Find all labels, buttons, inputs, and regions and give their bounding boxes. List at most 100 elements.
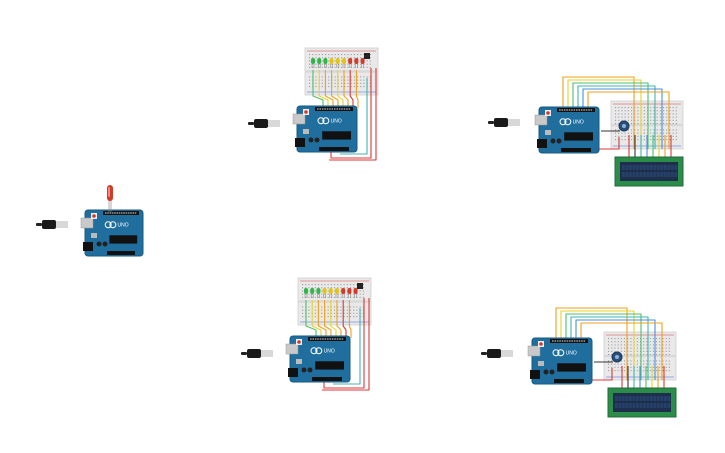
breadboard-hole [617,370,619,372]
led-wire [336,300,342,338]
breadboard-hole [649,341,651,343]
breadboard-hole [362,287,364,289]
circuit-1-arduino-board[interactable]: UNO [80,209,144,257]
led[interactable] [304,288,308,298]
breadboard-hole [631,113,633,115]
breadboard-hole [347,86,349,88]
lcd-data-wire [567,79,642,149]
breadboard-hole [620,370,622,372]
breadboard-hole [360,82,362,84]
breadboard-hole [360,76,362,78]
breadboard-hole [321,60,323,62]
lcd-data-wire [570,316,649,380]
potentiometer-knob [622,124,626,128]
circuit-4-arduino-board[interactable]: UNO [534,106,600,154]
breadboard-hole [318,54,320,56]
breadboard-hole [321,293,323,295]
breadboard-hole [327,293,329,295]
breadboard-hole [362,293,364,295]
breadboard-hole [341,63,343,65]
circuit-1[interactable]: UNO [36,185,144,257]
lcd-screen [620,162,678,181]
reset-button-cap [304,110,308,114]
breadboard-hole [634,113,636,115]
breadboard-hole [659,119,661,121]
breadboard-hole [643,363,645,365]
breadboard-hole [656,139,658,141]
breadboard-hole [675,113,677,115]
breadboard-hole [331,66,333,68]
circuit-2-arduino-board[interactable]: UNO [292,105,358,153]
led-body [304,288,308,294]
breadboard-hole [672,135,674,137]
breadboard-hole [337,287,339,289]
breadboard-hole [346,293,348,295]
capacitor [556,138,562,144]
lcd-char-cell [632,403,636,408]
breadboard-hole [608,350,610,352]
led-wire [311,300,322,338]
circuit-2[interactable]: UNO [248,47,379,161]
reset-button-cap [92,214,96,218]
led[interactable] [317,58,322,68]
led[interactable] [360,58,365,68]
led[interactable] [348,58,353,68]
header-pin [327,338,329,340]
breadboard-hole [649,350,651,352]
lcd-char-cell [664,403,667,408]
capacitor [301,367,307,373]
lcd-char-cell [650,396,653,401]
led[interactable] [316,288,321,298]
led[interactable] [311,58,315,68]
header-pin [317,108,319,110]
breadboard-hole [615,116,617,118]
breadboard-hole [675,110,677,112]
breadboard-hole [621,107,623,109]
lcd-char-cell [625,165,629,170]
breadboard-hole [611,341,613,343]
breadboard-hole [643,110,645,112]
breadboard-hole [665,341,667,343]
breadboard-hole [362,306,364,308]
breadboard-hole [663,116,665,118]
lcd-char-cell [667,403,671,408]
breadboard-hole [353,76,355,78]
circuit-4[interactable]: UNO [488,76,684,187]
circuit-5[interactable]: UNO [481,307,677,418]
breadboard-hole [631,123,633,125]
breadboard-hole [328,76,330,78]
circuit-3-arduino-board[interactable]: UNO [285,335,351,383]
breadboard-hole [321,66,323,68]
led[interactable] [329,58,334,68]
breadboard-hole [620,350,622,352]
breadboard-hole [341,54,343,56]
breadboard-hole [618,132,620,134]
breadboard-hole [325,57,327,59]
header-pin [338,108,341,110]
breadboard-hole [653,113,655,115]
led[interactable] [342,58,346,68]
led[interactable] [354,58,359,68]
breadboard-hole [659,338,661,340]
breadboard-hole [369,57,371,59]
circuit-3[interactable]: UNO [241,277,372,391]
led[interactable] [335,58,340,68]
led[interactable] [310,288,315,298]
breadboard-hole [643,347,645,349]
led[interactable] [347,288,352,298]
header-pin [321,108,324,110]
circuit-5-arduino-board[interactable]: UNO [527,337,593,385]
breadboard-hole [309,86,311,88]
led[interactable] [328,288,333,298]
breadboard-hole [314,316,316,318]
led[interactable] [353,288,358,298]
capacitor [314,137,320,143]
led[interactable] [341,288,346,298]
breadboard-hole [350,79,352,81]
led[interactable] [322,288,327,298]
breadboard-hole [621,110,623,112]
led[interactable] [335,288,339,298]
led[interactable] [323,58,328,68]
breadboard-hole [315,63,317,65]
